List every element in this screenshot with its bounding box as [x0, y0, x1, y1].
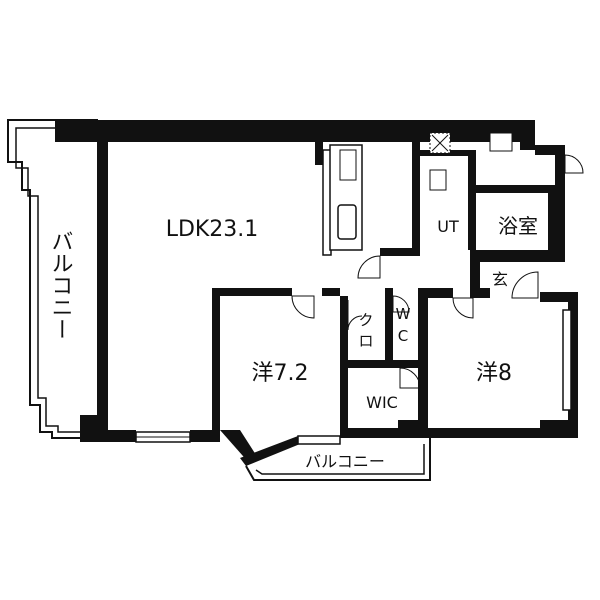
wic-label: WIC	[366, 393, 398, 412]
laundry-fixtures	[429, 132, 513, 191]
utility-label: UT	[437, 217, 459, 236]
closet-label-1: ク	[358, 311, 373, 329]
toilet-label-w: W	[396, 305, 411, 323]
doors	[291, 154, 584, 389]
south-balcony-label: バルコニー	[305, 452, 385, 471]
south-balcony	[220, 430, 431, 481]
room-labels: LDK23.1 洋7.2 洋8 WIC UT 浴室 玄 W C ク ロ バルコニ…	[48, 214, 539, 471]
closet-label-2: ロ	[358, 332, 373, 350]
western-room-1-label: 洋7.2	[252, 361, 309, 386]
bath-label: 浴室	[498, 214, 538, 238]
toilet-label-c: C	[398, 327, 408, 345]
interior-walls	[212, 120, 578, 438]
western-room-2-label: 洋8	[476, 361, 512, 386]
ldk-label: LDK23.1	[166, 217, 259, 242]
kitchen-counter	[329, 144, 363, 251]
west-balcony-label: バルコニー	[48, 230, 73, 340]
entrance-label: 玄	[492, 270, 508, 289]
